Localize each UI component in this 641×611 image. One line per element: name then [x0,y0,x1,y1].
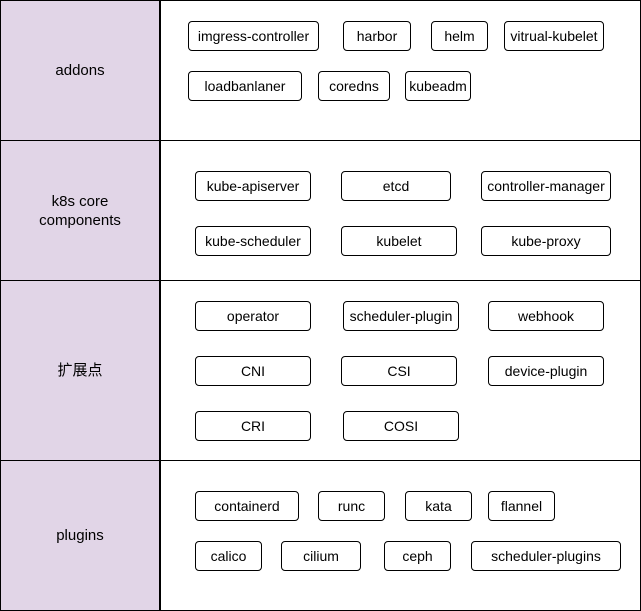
component-box: CNI [195,356,311,386]
component-box: kata [405,491,472,521]
component-box: CRI [195,411,311,441]
layer-addons: addons imgress-controller harbor helm vi… [0,0,641,141]
layer-label-k8s-core: k8s core components [0,140,160,281]
component-box: webhook [488,301,604,331]
component-box: kube-proxy [481,226,611,256]
component-box: etcd [341,171,451,201]
component-box: ceph [384,541,451,571]
component-box: helm [431,21,488,51]
layer-label-plugins: plugins [0,460,160,611]
component-box: loadbanlaner [188,71,302,101]
component-box: operator [195,301,311,331]
layer-content-extension-points: operator scheduler-plugin webhook CNI CS… [160,280,641,461]
component-box: coredns [318,71,390,101]
component-box: kube-apiserver [195,171,311,201]
layer-content-plugins: containerd runc kata flannel calico cili… [160,460,641,611]
layer-k8s-core: k8s core components kube-apiserver etcd … [0,140,641,281]
component-box: kubelet [341,226,457,256]
component-box: controller-manager [481,171,611,201]
component-box: containerd [195,491,299,521]
component-box: vitrual-kubelet [504,21,604,51]
layer-content-k8s-core: kube-apiserver etcd controller-manager k… [160,140,641,281]
component-box: kube-scheduler [195,226,311,256]
component-box: harbor [343,21,411,51]
layer-label-addons: addons [0,0,160,141]
component-box: imgress-controller [188,21,319,51]
layer-label-extension-points: 扩展点 [0,280,160,461]
component-box: scheduler-plugins [471,541,621,571]
component-box: CSI [341,356,457,386]
component-box: calico [195,541,262,571]
component-box: scheduler-plugin [343,301,459,331]
layer-content-addons: imgress-controller harbor helm vitrual-k… [160,0,641,141]
component-box: flannel [488,491,555,521]
component-box: kubeadm [405,71,471,101]
layer-plugins: plugins containerd runc kata flannel cal… [0,460,641,611]
component-box: cilium [281,541,361,571]
layer-extension-points: 扩展点 operator scheduler-plugin webhook CN… [0,280,641,461]
component-box: runc [318,491,385,521]
component-box: COSI [343,411,459,441]
component-box: device-plugin [488,356,604,386]
